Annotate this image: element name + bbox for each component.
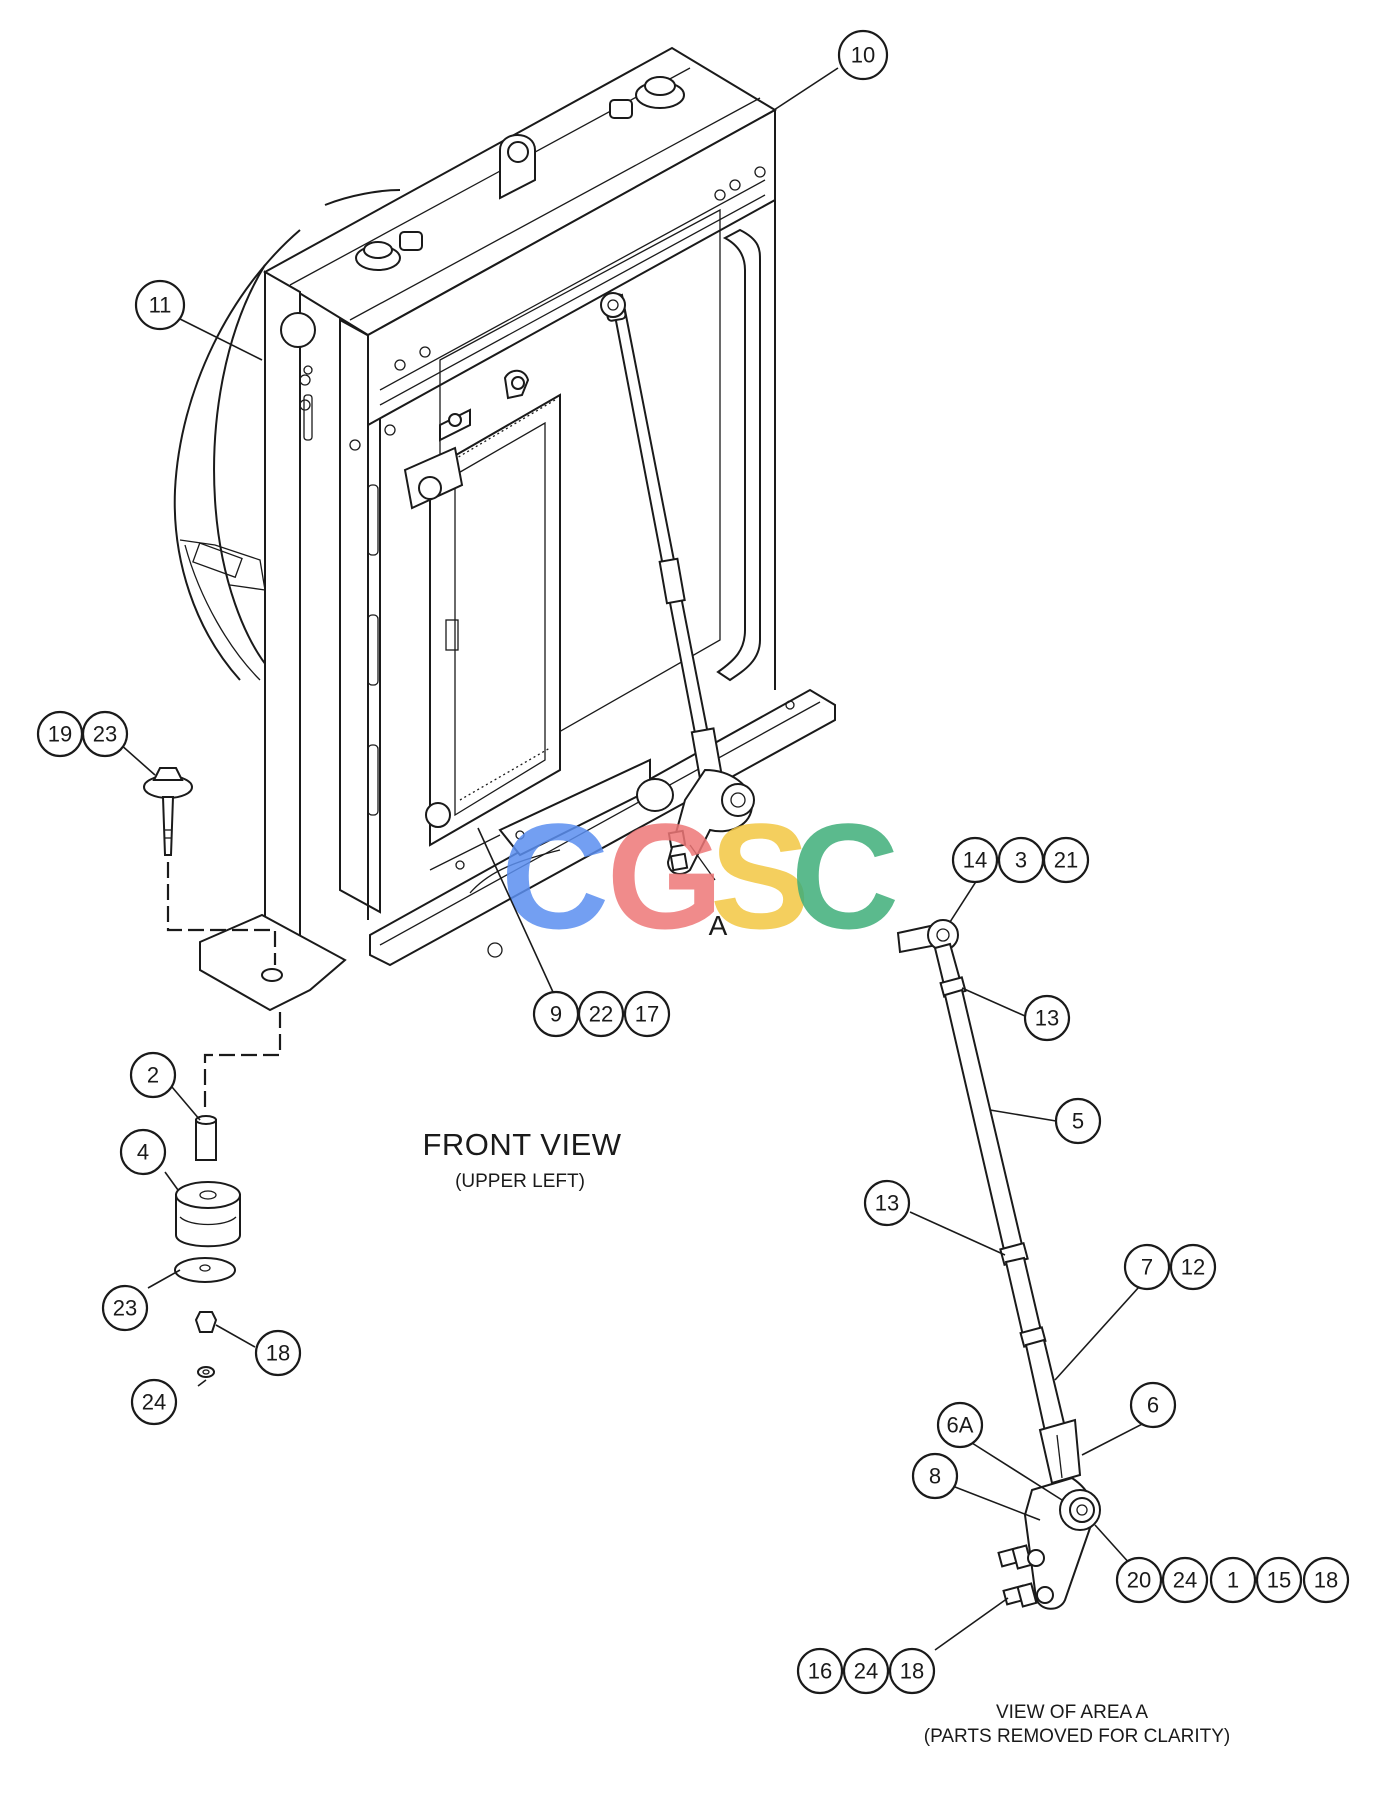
- svg-text:6A: 6A: [947, 1413, 974, 1438]
- svg-text:19: 19: [48, 722, 72, 747]
- callout-4: 4: [119, 1128, 167, 1176]
- svg-text:20: 20: [1127, 1568, 1151, 1593]
- watermark-logo: C G S C: [501, 792, 899, 960]
- svg-text:6: 6: [1147, 1393, 1159, 1418]
- svg-text:5: 5: [1072, 1109, 1084, 1134]
- projection-lines: [166, 818, 282, 1110]
- svg-text:23: 23: [93, 722, 117, 747]
- callout-20: 20: [1115, 1556, 1163, 1604]
- callout-8: 8: [911, 1452, 959, 1500]
- fan-shroud: [173, 189, 401, 681]
- callout-5: 5: [1054, 1097, 1102, 1145]
- callout-2: 2: [129, 1051, 177, 1099]
- callout-9: 9: [532, 990, 580, 1038]
- front-view-subtitle: (UPPER LEFT): [455, 1171, 585, 1192]
- svg-text:13: 13: [875, 1191, 899, 1216]
- svg-text:24: 24: [854, 1659, 878, 1684]
- callout-17: 17: [623, 990, 671, 1038]
- svg-text:14: 14: [963, 848, 987, 873]
- watermark-letter-g: G: [607, 792, 724, 960]
- svg-text:15: 15: [1267, 1568, 1291, 1593]
- callout-16: 16: [796, 1647, 844, 1695]
- svg-text:7: 7: [1141, 1255, 1153, 1280]
- svg-text:9: 9: [550, 1002, 562, 1027]
- callout-18-left: 18: [254, 1329, 302, 1377]
- svg-text:23: 23: [113, 1296, 137, 1321]
- svg-text:12: 12: [1181, 1255, 1205, 1280]
- callout-13-top: 13: [1023, 994, 1071, 1042]
- callout-21: 21: [1042, 836, 1090, 884]
- callout-3: 3: [997, 836, 1045, 884]
- callout-23-bottom: 23: [101, 1284, 149, 1332]
- svg-text:18: 18: [900, 1659, 924, 1684]
- svg-text:22: 22: [589, 1002, 613, 1027]
- svg-text:10: 10: [851, 43, 875, 68]
- callout-19: 19: [36, 710, 84, 758]
- svg-text:1: 1: [1227, 1568, 1239, 1593]
- watermark-letter-c2: C: [791, 792, 899, 960]
- svg-text:18: 18: [1314, 1568, 1338, 1593]
- oil-cooler-core: [403, 369, 561, 847]
- callout-18-bottom: 18: [888, 1647, 936, 1695]
- svg-text:13: 13: [1035, 1006, 1059, 1031]
- svg-text:3: 3: [1015, 848, 1027, 873]
- callout-7: 7: [1123, 1243, 1171, 1291]
- callout-24-left: 24: [130, 1378, 178, 1426]
- callout-11: 11: [134, 279, 186, 331]
- svg-text:24: 24: [1173, 1568, 1197, 1593]
- svg-text:11: 11: [149, 293, 172, 318]
- area-a-strut-assembly: [896, 919, 1101, 1610]
- svg-text:18: 18: [266, 1341, 290, 1366]
- svg-text:17: 17: [635, 1002, 659, 1027]
- watermark-letter-c1: C: [501, 792, 609, 960]
- watermark-letter-s: S: [710, 792, 810, 960]
- mount-stack: [174, 1115, 241, 1378]
- callout-24-right: 24: [1161, 1556, 1209, 1604]
- callout-6: 6: [1129, 1381, 1177, 1429]
- bolt-assembly-19-23: [143, 767, 193, 856]
- callout-22: 22: [577, 990, 625, 1038]
- callout-10: 10: [837, 29, 889, 81]
- svg-text:2: 2: [147, 1063, 159, 1088]
- callout-14: 14: [951, 836, 999, 884]
- area-a-view-title: VIEW OF AREA A: [996, 1702, 1148, 1723]
- callout-15: 15: [1255, 1556, 1303, 1604]
- area-a-view-subtitle: (PARTS REMOVED FOR CLARITY): [924, 1726, 1231, 1747]
- front-view-title: FRONT VIEW: [422, 1127, 621, 1162]
- area-a-marker: A: [709, 910, 728, 941]
- strut-front-view: [600, 292, 755, 881]
- callout-23-top: 23: [81, 710, 129, 758]
- svg-text:16: 16: [808, 1659, 832, 1684]
- svg-text:24: 24: [142, 1390, 166, 1415]
- callout-6a: 6A: [936, 1401, 984, 1449]
- callout-1: 1: [1209, 1556, 1257, 1604]
- callout-18-right: 18: [1302, 1556, 1350, 1604]
- svg-text:8: 8: [929, 1464, 941, 1489]
- leader-lines: [119, 67, 1151, 1651]
- svg-text:21: 21: [1054, 848, 1078, 873]
- callout-13-bottom: 13: [863, 1179, 911, 1227]
- callout-24-bottom: 24: [842, 1647, 890, 1695]
- svg-text:4: 4: [137, 1140, 149, 1165]
- callout-12: 12: [1169, 1243, 1217, 1291]
